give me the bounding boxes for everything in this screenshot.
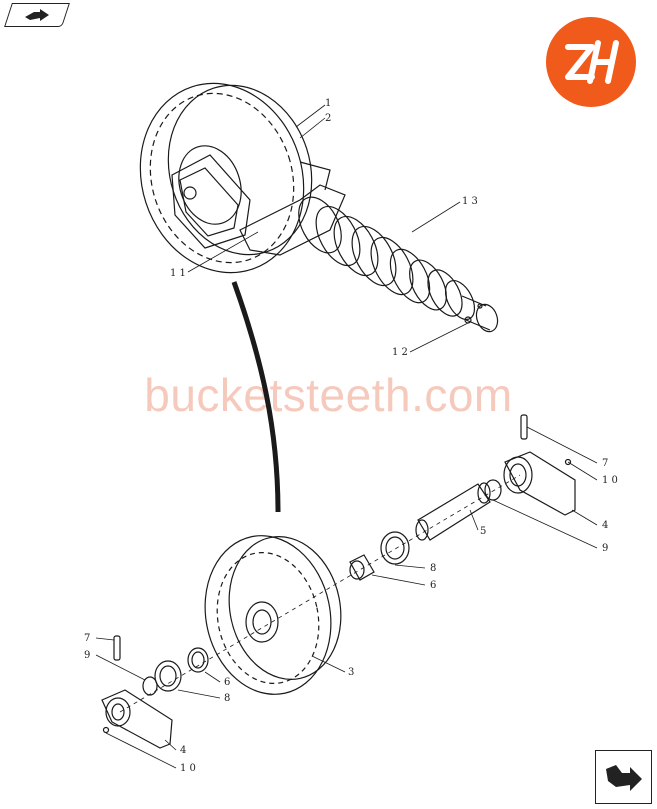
callout-7-lower: 7 — [84, 633, 90, 644]
callout-2: 2 — [325, 113, 331, 124]
bracket-4-lower — [101, 689, 173, 749]
previous-page-button[interactable] — [4, 3, 70, 27]
callout-8-upper: 8 — [430, 563, 436, 574]
collar-8-lower — [154, 660, 182, 692]
watermark-text: bucketsteeth.com — [144, 369, 513, 421]
pin-7-upper — [520, 414, 528, 440]
callout-9-lower: 9 — [84, 650, 90, 661]
callout-4-lower: 4 — [180, 745, 186, 756]
callout-11: 1 1 — [170, 268, 186, 279]
o-ring-9-upper — [484, 479, 502, 501]
callout-5: 5 — [480, 526, 486, 537]
callout-7-upper: 7 — [602, 458, 608, 469]
bushing-6-lower — [187, 647, 209, 673]
brand-logo — [546, 17, 636, 107]
callout-3: 3 — [348, 667, 354, 678]
callout-13: 1 3 — [462, 196, 478, 207]
callout-10-lower: 1 0 — [180, 763, 196, 774]
o-ring-9-lower — [142, 676, 158, 696]
idler-wheel-upper — [139, 82, 313, 274]
bushing-6-upper — [349, 554, 375, 581]
arrow-hand-icon — [25, 9, 49, 21]
zh-logo-icon — [565, 40, 619, 84]
callout-labels: 1 2 1 3 1 1 1 2 7 1 0 4 9 5 8 6 3 7 9 6 … — [84, 98, 618, 774]
spring-bellows — [298, 196, 499, 333]
callout-10-upper: 1 0 — [602, 475, 618, 486]
assembly-axis — [119, 474, 521, 713]
pin-7-lower — [113, 635, 121, 661]
collar-8-upper — [380, 531, 410, 565]
shaft-5 — [415, 482, 491, 541]
callout-4-upper: 4 — [602, 520, 608, 531]
arrow-hand-icon — [605, 765, 642, 791]
yoke-bracket — [171, 154, 346, 256]
callout-1: 1 — [325, 98, 331, 109]
callout-8-lower: 8 — [224, 693, 230, 704]
idler-wheel-3 — [204, 535, 342, 695]
callout-9-upper: 9 — [602, 543, 608, 554]
callout-6-lower: 6 — [224, 677, 230, 688]
callout-12: 1 2 — [392, 347, 408, 358]
bracket-4-upper — [503, 451, 576, 516]
next-page-button[interactable] — [595, 750, 652, 804]
assembly-curve — [231, 281, 281, 513]
callout-6-upper: 6 — [430, 580, 436, 591]
leader-lines — [95, 104, 598, 769]
